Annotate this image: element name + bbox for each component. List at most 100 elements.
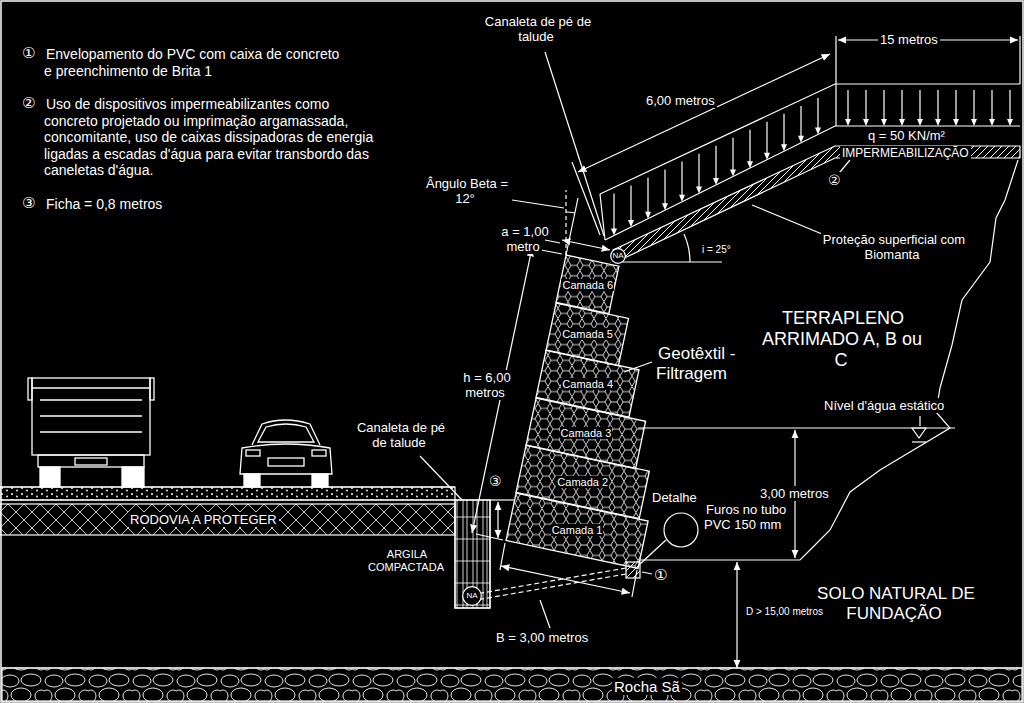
callout-number-box: ③	[487, 473, 504, 490]
layer-label: Camada 3	[560, 427, 613, 439]
load-arrow	[817, 98, 818, 129]
dimension: h = 6,00 metros	[461, 370, 510, 400]
load-arrow	[991, 90, 992, 121]
load-arrow-head	[845, 119, 851, 126]
note-text: Envelopamento do PVC com caixa de concre…	[44, 46, 339, 79]
dimension: 3,00 metros	[758, 486, 831, 501]
load-arrow	[783, 114, 784, 146]
dimension: D > 15,00 metros	[744, 606, 825, 617]
load-arrow	[613, 193, 614, 230]
part-label: Proteção superficial com Biomanta	[821, 232, 965, 262]
dimension: 15 metros	[878, 32, 940, 47]
load-arrow	[883, 90, 884, 121]
layer-label: Camada 4	[561, 378, 614, 390]
dimension-box: 15 metros	[878, 32, 940, 47]
load-arrow	[1009, 90, 1010, 121]
detail-label: Detalhe	[650, 490, 699, 505]
part-label: Canaleta de pé de talude	[355, 420, 445, 450]
load-arrow-head	[730, 170, 736, 177]
layer-label: Camada 1	[551, 524, 604, 536]
callout-number-box: ②	[826, 172, 843, 189]
layer-label: Camada 6	[561, 279, 614, 291]
load-arrow	[955, 90, 956, 121]
load-arrow	[681, 162, 682, 197]
part-label: Geotêxtil - Filtragem	[656, 344, 735, 383]
load-arrow-head	[781, 144, 787, 151]
part-label-box: Geotêxtil - Filtragem	[656, 344, 776, 384]
dimension-box: B = 3,00 metros	[494, 630, 590, 645]
load-arrow-head	[662, 203, 668, 210]
load-arrow	[800, 106, 801, 138]
part-label-box: RODOVIA A PROTEGER	[128, 512, 279, 527]
load-arrow-head	[747, 161, 753, 168]
angle-label-box: Ângulo Beta = 12°	[420, 176, 512, 207]
load-arrow-head	[628, 220, 634, 227]
load-arrow-head	[989, 119, 995, 126]
region-label-box: Rocha Sã	[612, 678, 682, 696]
load-arrow	[664, 170, 665, 206]
layer-label: Camada 2	[556, 476, 609, 488]
load-arrow	[847, 90, 848, 121]
part-label-box: ARGILA COMPACTADA	[368, 548, 444, 574]
callout-number: ②	[826, 172, 843, 188]
load-arrow-head	[713, 178, 719, 185]
load-arrow	[937, 90, 938, 121]
angle-label-box: i = 25°	[700, 244, 733, 256]
region-label-box: TERRAPLENO ARRIMADO A, B ou C	[752, 308, 932, 372]
note-text-box: Uso de dispositivos impermeabilizantes c…	[44, 96, 374, 179]
load-arrow	[919, 90, 920, 121]
part-label-box: Canaleta de pé de talude	[472, 14, 602, 45]
dimension-box: 3,00 metros	[758, 486, 831, 501]
gabion-layer: Camada 1	[506, 493, 648, 569]
load-arrow	[630, 185, 631, 222]
load-arrow-head	[798, 136, 804, 143]
load-arrow	[732, 138, 733, 172]
load-arrow-head	[881, 119, 887, 126]
dimension-box: a = 1,00 metro	[488, 224, 560, 255]
load-arrow-head	[679, 195, 685, 202]
angle-label: i = 25°	[700, 244, 733, 255]
callout-number: ③	[20, 194, 37, 211]
callout-number: ③	[487, 473, 504, 489]
load-arrow-head	[764, 153, 770, 160]
dimension-box: D > 15,00 metros	[744, 606, 825, 618]
water-level-tag: NA	[466, 592, 477, 601]
dimension: B = 3,00 metros	[494, 630, 590, 645]
part-label-box: Canaleta de pé de talude	[350, 420, 450, 451]
load-arrow-head	[611, 229, 617, 236]
water-level-tag: NA	[612, 252, 623, 261]
callout-number-box: ①	[20, 44, 37, 62]
note-text: Uso de dispositivos impermeabilizantes c…	[44, 96, 373, 178]
load-arrow-head	[645, 212, 651, 219]
load-label-box: q = 50 KN/m²	[866, 128, 947, 143]
callout-number: ①	[20, 44, 37, 61]
load-arrow	[865, 90, 866, 121]
load-arrow-head	[917, 119, 923, 126]
callout-number-box: ②	[20, 94, 37, 112]
load-arrow	[749, 130, 750, 163]
region-label-box: SOLO NATURAL DE FUNDAÇÃO	[800, 584, 990, 624]
region-label: TERRAPLENO ARRIMADO A, B ou C	[762, 308, 922, 370]
load-arrow-head	[935, 119, 941, 126]
callout-number-box: ①	[652, 566, 669, 584]
water-level-channel: NA	[610, 248, 626, 264]
callout-number: ②	[20, 94, 37, 111]
region-label: Rocha Sã	[612, 678, 682, 695]
note-text-box: Envelopamento do PVC com caixa de concre…	[44, 46, 344, 79]
dimension-box: 6,00 metros	[644, 93, 717, 108]
detail-label-box: Detalhe	[650, 490, 699, 505]
part-label: ARGILA COMPACTADA	[368, 548, 446, 573]
load-arrow-head	[953, 119, 959, 126]
part-label: IMPERMEABILIZAÇÃO	[840, 146, 971, 160]
layer-label: Camada 5	[561, 328, 614, 340]
callout-number-box: ③	[20, 194, 37, 212]
load-label: q = 50 KN/m²	[866, 128, 947, 143]
note-text: Ficha = 0,8 metros	[44, 196, 164, 212]
dimension: 6,00 metros	[644, 93, 717, 108]
load-arrow	[647, 178, 648, 214]
water-level-channel: NA	[462, 586, 482, 606]
region-label: SOLO NATURAL DE FUNDAÇÃO	[815, 584, 975, 623]
water-level-label-box: Nível d'água estático	[822, 398, 946, 413]
load-arrow	[973, 90, 974, 121]
